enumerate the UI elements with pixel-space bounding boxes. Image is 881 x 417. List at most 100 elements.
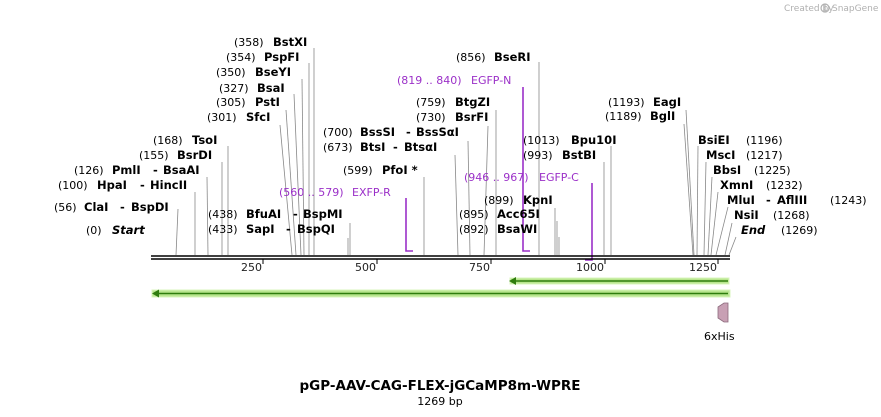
svg-text:EGFP-C: EGFP-C <box>539 171 579 184</box>
feature-label-6xhis: 6xHis <box>704 330 735 343</box>
svg-text:(354): (354) <box>226 51 256 64</box>
svg-text:EXFP-R: EXFP-R <box>352 186 391 199</box>
his-tag-icon[interactable] <box>717 302 729 323</box>
site-lines <box>175 48 737 256</box>
svg-text:KpnI: KpnI <box>523 193 553 207</box>
svg-text:(305): (305) <box>216 96 246 109</box>
site-label[interactable]: (1189)BglI <box>605 109 675 123</box>
site-label[interactable]: MscI(1217) <box>706 148 783 162</box>
site-label[interactable]: (1193)EagI <box>608 95 681 109</box>
snapgene-logo-icon <box>820 3 830 13</box>
ruler-tick-label: 250 <box>241 261 262 274</box>
site-label[interactable]: (438)BfuAI-BspMI <box>208 207 343 221</box>
svg-text:BsaWI: BsaWI <box>497 222 537 236</box>
svg-text:BsiEI: BsiEI <box>698 133 730 147</box>
svg-text:(856): (856) <box>456 51 486 64</box>
primer-label[interactable]: (819 .. 840)EGFP-N <box>397 74 511 87</box>
svg-text:(438): (438) <box>208 208 238 221</box>
svg-text:BtsαI: BtsαI <box>404 140 437 154</box>
svg-text:(155): (155) <box>139 149 169 162</box>
site-label[interactable]: (56)ClaI-BspDI <box>54 200 169 214</box>
site-label-end[interactable]: End(1269) <box>741 223 818 237</box>
svg-text:(1232): (1232) <box>766 179 803 192</box>
svg-text:Bpu10I: Bpu10I <box>571 133 616 147</box>
site-label[interactable]: BbsI(1225) <box>713 163 791 177</box>
svg-text:-: - <box>406 125 411 139</box>
svg-text:BsaAI: BsaAI <box>163 163 200 177</box>
svg-text:TsoI: TsoI <box>192 133 217 147</box>
svg-text:-: - <box>766 193 771 207</box>
svg-text:-: - <box>153 163 158 177</box>
site-label[interactable]: (155)BsrDI <box>139 148 212 162</box>
svg-text:End: End <box>741 223 766 237</box>
svg-text:(700): (700) <box>323 126 353 139</box>
svg-text:(358): (358) <box>234 36 264 49</box>
svg-text:-: - <box>293 207 298 221</box>
svg-text:(946 .. 967): (946 .. 967) <box>464 171 529 184</box>
svg-text:BssSI: BssSI <box>360 125 395 139</box>
site-label[interactable]: (993)BstBI <box>523 148 596 162</box>
site-label[interactable]: NsiI(1268) <box>734 208 810 222</box>
svg-text:BbsI: BbsI <box>713 163 741 177</box>
svg-text:BseRI: BseRI <box>494 50 531 64</box>
svg-text:XmnI: XmnI <box>720 178 753 192</box>
site-label[interactable]: (1013)Bpu10I <box>523 133 616 147</box>
svg-text:(560 .. 579): (560 .. 579) <box>279 186 344 199</box>
svg-text:HincII: HincII <box>150 178 187 192</box>
ruler-ticks <box>262 259 719 264</box>
site-label[interactable]: (327) BsaI <box>219 81 285 95</box>
site-label-start[interactable]: (0)Start <box>86 223 145 237</box>
svg-text:(327): (327) <box>219 82 249 95</box>
svg-text:(819 .. 840): (819 .. 840) <box>397 74 462 87</box>
site-label[interactable]: MluI-AflIII(1243) <box>727 193 867 207</box>
site-label[interactable]: (759)BtgZI <box>416 95 490 109</box>
site-label[interactable]: (856) BseRI <box>456 50 531 64</box>
feature-arrow-2[interactable] <box>151 289 731 298</box>
site-label[interactable]: (354)PspFI <box>226 50 299 64</box>
site-label[interactable]: XmnI (1232) <box>720 178 803 192</box>
site-label[interactable]: (358) BstXI <box>234 35 307 49</box>
svg-text:(673): (673) <box>323 141 353 154</box>
svg-text:PstI: PstI <box>255 95 280 109</box>
svg-text:BsaI: BsaI <box>257 81 285 95</box>
site-label[interactable]: BsiEI(1196) <box>698 133 783 147</box>
site-label[interactable]: (350)BseYI <box>216 65 291 79</box>
site-label[interactable]: (700)BssSI-BssSαI <box>323 125 459 139</box>
site-label[interactable]: (673) BtsI-BtsαI <box>323 140 437 154</box>
credit-text: Created by <box>784 4 834 14</box>
svg-text:BstXI: BstXI <box>273 35 307 49</box>
feature-arrow-1[interactable] <box>509 277 730 285</box>
site-label[interactable]: (168) TsoI <box>153 133 217 147</box>
site-label[interactable]: (433)SapI-BspQI <box>208 222 335 236</box>
svg-text:(895): (895) <box>459 208 489 221</box>
svg-text:BtgZI: BtgZI <box>455 95 490 109</box>
svg-text:BspDI: BspDI <box>131 200 169 214</box>
site-label[interactable]: (599)PfoI * <box>343 163 418 177</box>
site-label[interactable]: (305) PstI <box>216 95 280 109</box>
svg-text:BglI: BglI <box>650 109 675 123</box>
svg-text:(730): (730) <box>416 111 446 124</box>
svg-text:NsiI: NsiI <box>734 208 759 222</box>
svg-text:SfcI: SfcI <box>246 110 270 124</box>
site-label[interactable]: (895)Acc65I <box>459 207 540 221</box>
svg-text:(168): (168) <box>153 134 183 147</box>
primer-label[interactable]: (560 .. 579) EXFP-R <box>279 186 391 199</box>
svg-text:BspMI: BspMI <box>303 207 343 221</box>
svg-text:PfoI *: PfoI * <box>382 163 418 177</box>
primer-label[interactable]: (946 .. 967) EGFP-C <box>464 171 579 184</box>
plasmid-title: pGP-AAV-CAG-FLEX-jGCaMP8m-WPRE <box>300 378 581 394</box>
svg-text:-: - <box>286 222 291 236</box>
site-label[interactable]: (892)BsaWI <box>459 222 537 236</box>
site-label[interactable]: (730)BsrFI <box>416 110 488 124</box>
ruler-tick-label: 1000 <box>576 261 604 274</box>
site-label[interactable]: (100)HpaI-HincII <box>58 178 187 192</box>
svg-text:BtsI: BtsI <box>360 140 385 154</box>
svg-text:-: - <box>120 200 125 214</box>
svg-text:BstBI: BstBI <box>562 148 596 162</box>
svg-text:-: - <box>393 140 398 154</box>
svg-text:BspQI: BspQI <box>297 222 335 236</box>
site-label[interactable]: (301)SfcI <box>207 110 270 124</box>
site-label[interactable]: (126)PmlI-BsaAI <box>74 163 200 177</box>
site-label[interactable]: (899)KpnI <box>484 193 553 207</box>
